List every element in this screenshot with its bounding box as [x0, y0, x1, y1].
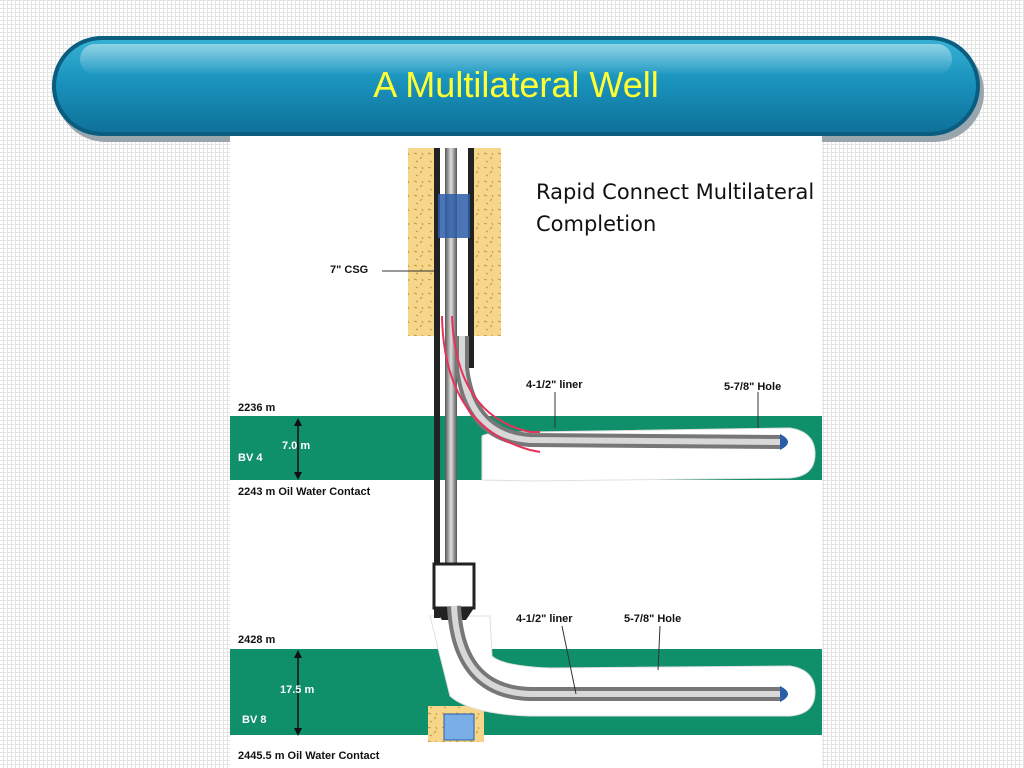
lower-liner-label: 4-1/2" liner [516, 613, 573, 625]
lower-zone-name: BV 8 [242, 714, 267, 726]
lower-hole-label: 5-7/8" Hole [624, 613, 682, 625]
lower-zone-thickness: 17.5 m [280, 684, 315, 696]
upper-zone-top-depth: 2236 m [238, 402, 276, 414]
upper-control-line-a [441, 315, 541, 453]
casing-right-wall [468, 148, 474, 368]
lower-liner-tip [780, 686, 788, 702]
cement-left [408, 148, 434, 336]
well-diagram-drawing [230, 148, 822, 742]
upper-zone-contact: 2243 m Oil Water Contact [238, 486, 371, 498]
well-diagram: Rapid Connect Multilateral Completion 7"… [230, 136, 822, 768]
casing-label: 7" CSG [330, 264, 369, 276]
packer [438, 194, 470, 238]
lower-zone-contact: 2445.5 m Oil Water Contact [238, 750, 380, 762]
upper-hole-label: 5-7/8" Hole [724, 381, 782, 393]
main-tubing [445, 148, 457, 578]
upper-control-line-b [451, 315, 540, 433]
title-banner: A Multilateral Well [52, 36, 980, 136]
casing-left-wall [434, 148, 440, 618]
figure-caption: Rapid Connect Multilateral Completion [536, 180, 815, 236]
lower-zone-top-depth: 2428 m [238, 634, 276, 646]
lower-junction [432, 562, 476, 610]
upper-liner-tip [780, 434, 788, 450]
upper-zone-name: BV 4 [238, 452, 263, 464]
cement-right [473, 148, 501, 336]
upper-liner-label: 4-1/2" liner [526, 379, 583, 391]
slide-title: A Multilateral Well [373, 64, 659, 105]
upper-zone-thickness: 7.0 m [282, 440, 311, 452]
lower-screen [443, 713, 475, 741]
